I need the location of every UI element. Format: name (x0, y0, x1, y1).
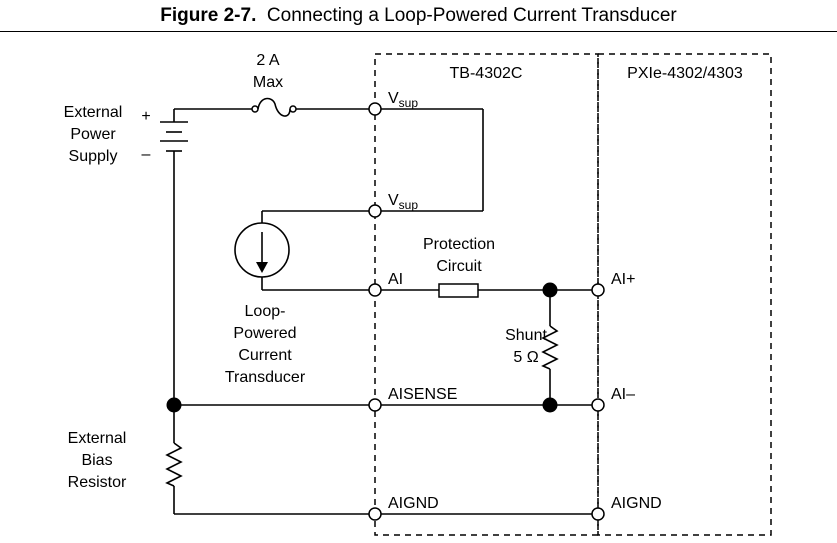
ai-plus-label: AI+ (611, 271, 635, 288)
protection-label-1: Protection (423, 236, 495, 253)
vsup-terminal-1 (368, 102, 382, 116)
ai-plus-terminal (591, 283, 605, 297)
power-plus-sign: + (141, 108, 150, 125)
module-boundary (597, 53, 772, 536)
aignd-module-label: AIGND (611, 495, 662, 512)
fuse-label-1: 2 A (256, 52, 279, 69)
transducer-label-2: Powered (233, 325, 296, 342)
figure-title: Figure 2-7. Connecting a Loop-Powered Cu… (0, 5, 837, 27)
module-label: PXIe-4302/4303 (627, 65, 743, 82)
ai-minus-terminal (591, 398, 605, 412)
power-minus-sign: – (142, 146, 151, 163)
shunt-resistor-icon (541, 325, 559, 370)
vsup-terminal-2 (368, 204, 382, 218)
junction-node-ai-minus (542, 397, 558, 413)
protection-label-2: Circuit (436, 258, 482, 275)
power-supply-label-2: Power (70, 126, 116, 143)
transducer-label-4: Transducer (225, 369, 306, 386)
fuse-label-2: Max (253, 74, 283, 91)
vsup-label-1: Vsup (388, 90, 418, 110)
terminal-block-label: TB-4302C (450, 65, 523, 82)
aisense-label: AISENSE (388, 386, 457, 403)
current-source-icon (234, 222, 290, 278)
bias-label-2: Bias (81, 452, 112, 469)
aignd-tb-label: AIGND (388, 495, 439, 512)
ai-terminal (368, 283, 382, 297)
bias-label-3: Resistor (68, 474, 127, 491)
protection-circuit-icon (438, 283, 479, 298)
ai-minus-label: AI– (611, 386, 635, 403)
shunt-label-2: 5 Ω (513, 349, 538, 366)
bias-label-1: External (68, 430, 127, 447)
transducer-label-1: Loop- (245, 303, 286, 320)
fuse-icon (251, 97, 297, 117)
aisense-terminal (368, 398, 382, 412)
figure-caption: Connecting a Loop-Powered Current Transd… (266, 5, 677, 26)
title-rule (0, 31, 837, 32)
terminal-block-boundary (374, 53, 599, 536)
shunt-label-1: Shunt (505, 327, 547, 344)
vsup-label-2: Vsup (388, 192, 418, 212)
power-supply-label-3: Supply (69, 148, 118, 165)
battery-icon (160, 109, 188, 405)
aignd-module-terminal (591, 507, 605, 521)
bias-resistor-icon (165, 442, 183, 487)
power-supply-label-1: External (64, 104, 123, 121)
figure-number: Figure 2-7. (160, 5, 257, 26)
transducer-label-3: Current (238, 347, 292, 364)
ai-label: AI (388, 271, 403, 288)
aignd-tb-terminal (368, 507, 382, 521)
